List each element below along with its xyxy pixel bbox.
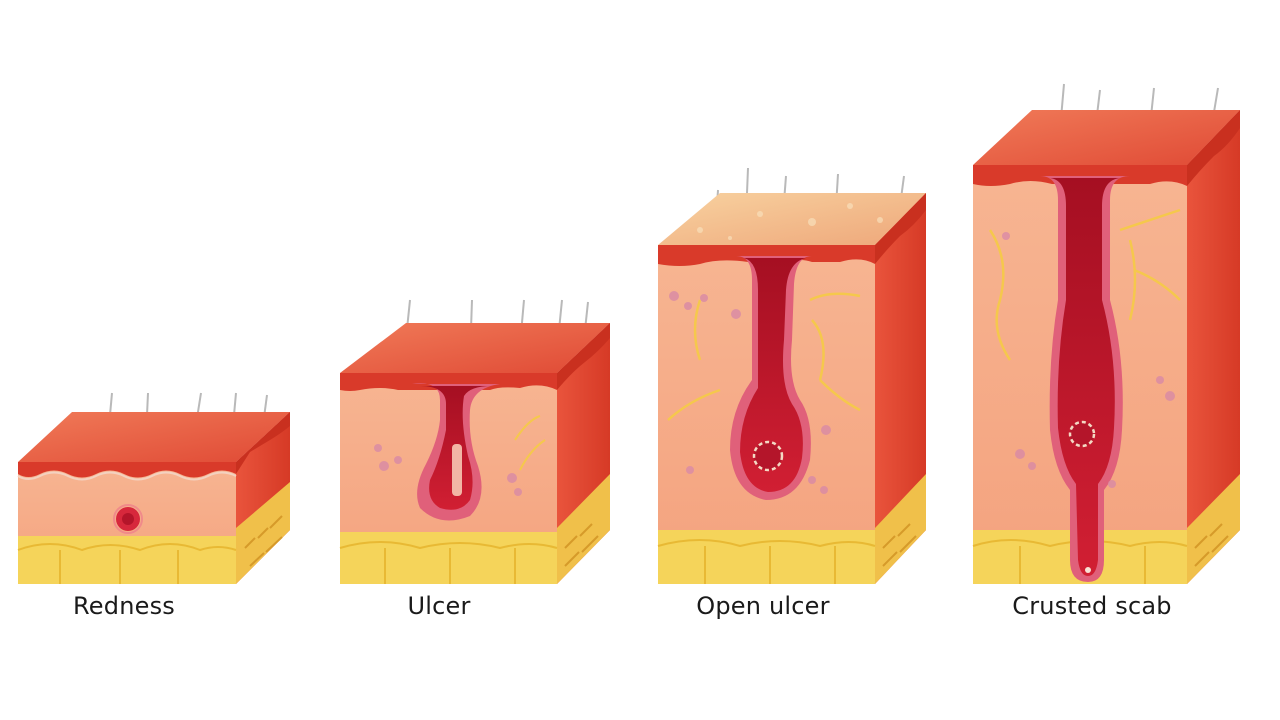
stage-label-crusted-scab: Crusted scab [1012,592,1172,620]
wound-core [1068,420,1096,448]
side-fat [1187,474,1240,584]
wound-core [752,440,784,472]
block-ulcer [339,299,610,584]
stage-label-redness: Redness [73,592,175,620]
side-fat [875,474,926,584]
side-face [1187,110,1240,584]
fat-layer [658,530,875,584]
block-crusted-scab [972,83,1240,584]
epidermis-layer [658,245,875,266]
stage-label-open-ulcer: Open ulcer [696,592,830,620]
skin-top-surface [973,110,1240,165]
epidermis-layer [973,165,1187,186]
epidermis-layer [340,373,557,391]
fat-layer [340,532,557,584]
stage-label-ulcer: Ulcer [407,592,471,620]
side-fat [557,474,610,584]
crust-top-surface [658,193,926,245]
skin-top-surface [340,323,610,373]
side-face [875,193,926,584]
skin-top-surface [18,412,290,462]
block-open-ulcer [657,167,926,584]
block-redness [17,392,290,584]
epidermis-layer [18,462,236,478]
